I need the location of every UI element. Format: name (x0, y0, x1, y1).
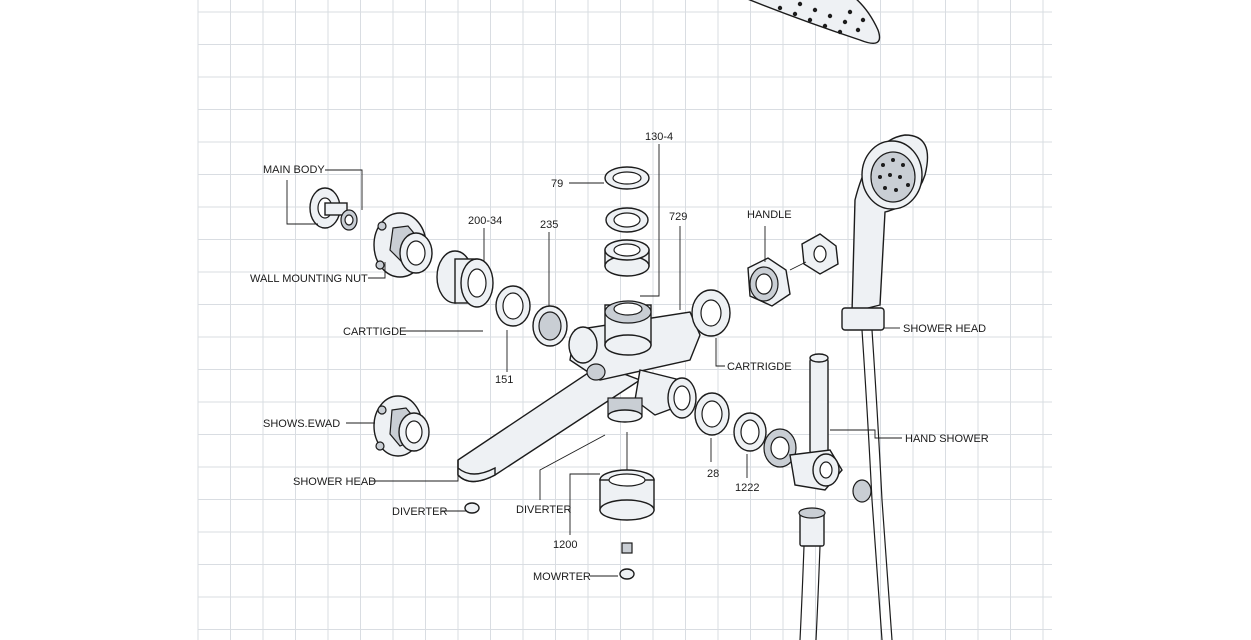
label-151: 151 (495, 374, 513, 386)
lower-flange-part (373, 395, 430, 457)
label-diverter-center: DIVERTER (516, 504, 571, 516)
wall-mounting-nut-part (373, 212, 433, 278)
lower-rings-28-1222 (694, 392, 797, 468)
diverter-parts (464, 469, 655, 580)
label-28: 28 (707, 468, 719, 480)
hand-shower (841, 134, 929, 640)
sleeve-part-200-34 (436, 250, 494, 308)
part-labels: MAIN BODY WALL MOUNTING NUT CARTTIGDE SH… (250, 131, 989, 583)
label-wall-mounting-nut: WALL MOUNTING NUT (250, 273, 368, 285)
label-79: 79 (551, 178, 563, 190)
top-stack-parts (604, 166, 650, 277)
hose-connector (798, 507, 826, 640)
label-shower-head-right: SHOWER HEAD (903, 323, 986, 335)
label-1200: 1200 (553, 539, 577, 551)
label-hand-shower: HAND SHOWER (905, 433, 989, 445)
overhead-shower-head (748, 0, 881, 44)
grid-background (197, 0, 1052, 640)
main-body-part (309, 187, 358, 231)
label-1222: 1222 (735, 482, 759, 494)
leader-lines (286, 144, 902, 577)
faucet-body (457, 300, 701, 483)
label-shower-head-left: SHOWER HEAD (293, 476, 376, 488)
label-729: 729 (669, 211, 687, 223)
label-235: 235 (540, 219, 558, 231)
label-main-body: MAIN BODY (263, 164, 325, 176)
label-cartridge-left: CARTTIGDE (343, 326, 406, 338)
label-200-34: 200-34 (468, 215, 502, 227)
label-cartridge-right: CARTRIGDE (727, 361, 792, 373)
label-mowrter: MOWRTER (533, 571, 591, 583)
handle-part (747, 233, 839, 307)
holder-elbow-part (789, 353, 872, 503)
label-shows-ewad: SHOWS.EWAD (263, 418, 340, 430)
label-diverter-left: DIVERTER (392, 506, 447, 518)
label-handle: HANDLE (747, 209, 792, 221)
label-130-4: 130-4 (645, 131, 673, 143)
ring-part-151 (495, 285, 531, 327)
washer-part-729 (691, 289, 731, 337)
disc-part-235 (532, 305, 568, 347)
